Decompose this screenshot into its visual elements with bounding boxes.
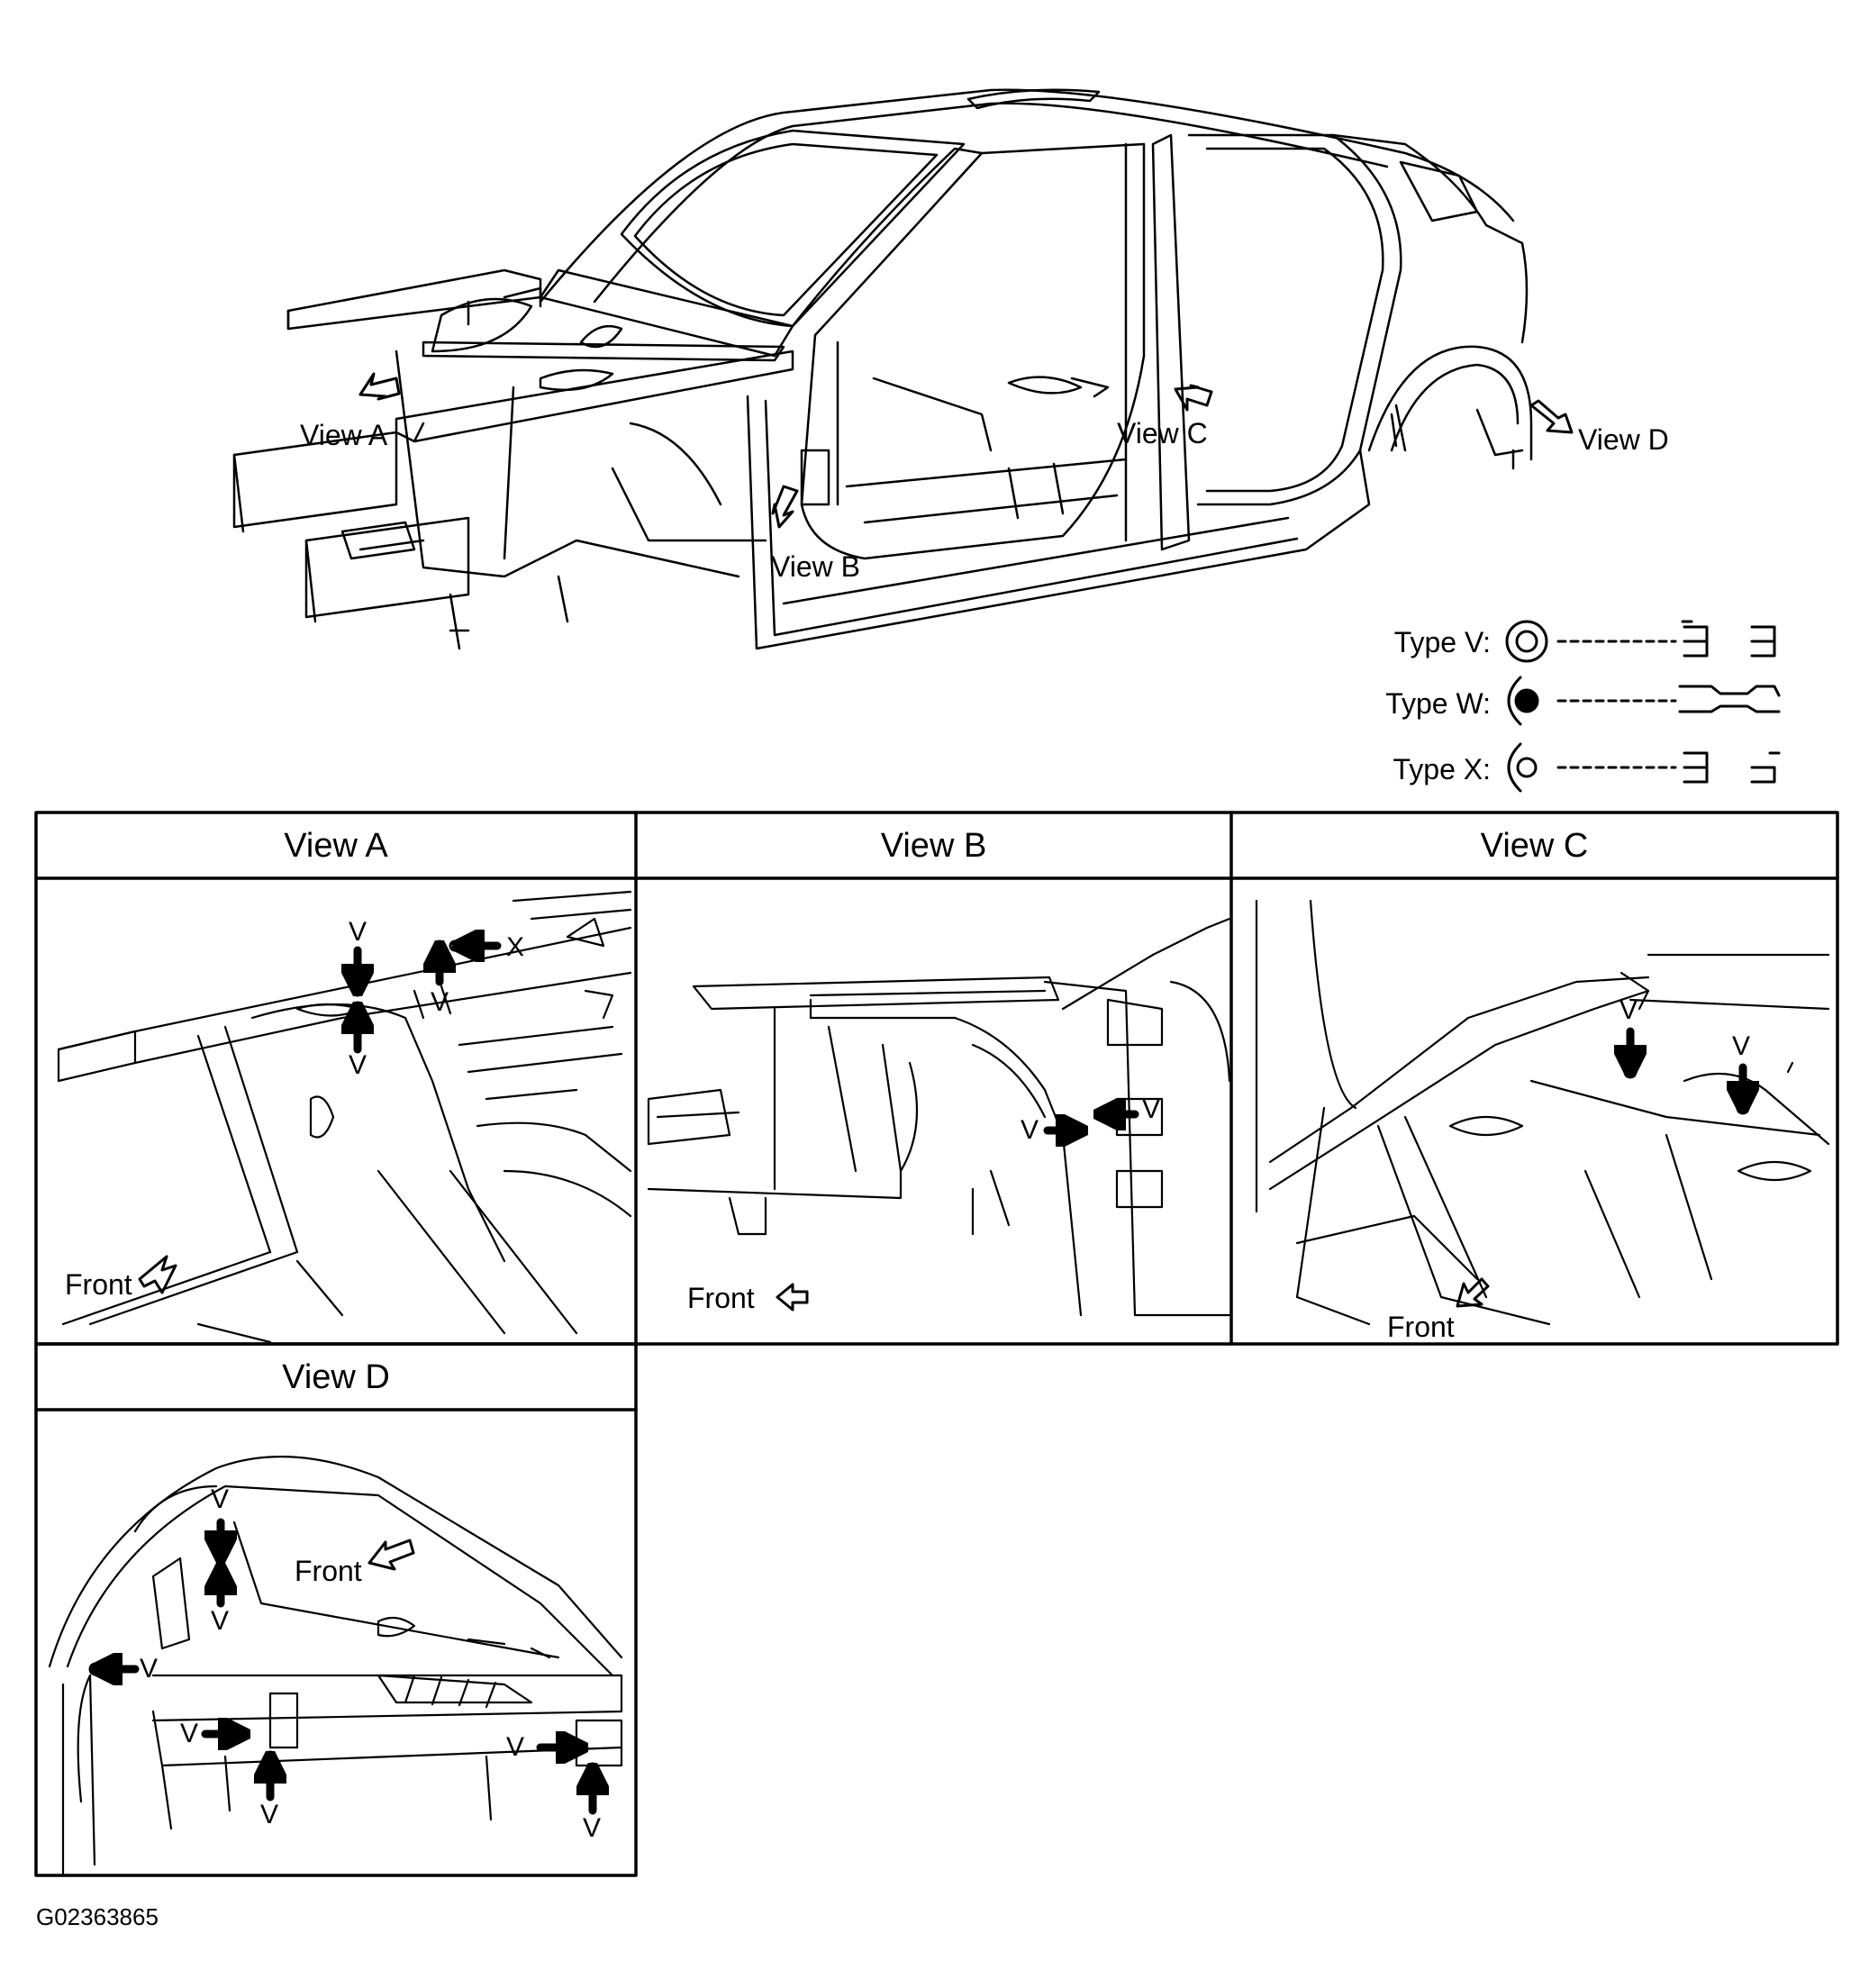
view-b-mark-v: V xyxy=(1142,1094,1161,1124)
view-b-drawing xyxy=(647,917,1231,1317)
legend-type-w-label: Type W: xyxy=(1385,687,1491,720)
view-a-mark-v: V xyxy=(349,1050,367,1080)
callout-view-c: View C xyxy=(1117,417,1208,449)
view-d-mark-v: V xyxy=(140,1654,159,1684)
legend-symbols xyxy=(1505,620,1781,793)
view-d-mark-v: V xyxy=(211,1484,230,1514)
view-b-front-label: Front xyxy=(687,1282,755,1314)
view-d-mark-v: V xyxy=(260,1800,279,1829)
view-d-mark-v: V xyxy=(180,1719,199,1748)
figure-id: G02363865 xyxy=(36,1903,159,1930)
view-c-drawing xyxy=(1255,899,1830,1326)
view-a-mark-x: X xyxy=(506,932,525,962)
front-arrows xyxy=(138,1255,1490,1571)
panel-a-title: View A xyxy=(284,827,388,865)
view-d-mark-v: V xyxy=(583,1813,602,1843)
view-d-drawing xyxy=(48,1456,623,1875)
legend-type-v-label: Type V: xyxy=(1393,626,1491,658)
weld-markers xyxy=(88,941,1748,1815)
view-a-mark-v: V xyxy=(349,917,367,947)
view-a-front-label: Front xyxy=(65,1268,132,1301)
panel-c-title: View C xyxy=(1480,827,1589,865)
view-d-mark-v: V xyxy=(211,1606,230,1636)
body-shell-drawing xyxy=(232,88,1533,650)
callout-view-d: View D xyxy=(1578,423,1669,456)
panel-frames xyxy=(34,811,1839,1877)
view-a-drawing xyxy=(57,890,632,1344)
callout-view-b: View B xyxy=(771,550,861,583)
view-b-mark-v: V xyxy=(1021,1115,1039,1145)
view-c-front-label: Front xyxy=(1387,1311,1455,1343)
view-a-mark-v: V xyxy=(431,987,449,1017)
view-c-mark-v: V xyxy=(1619,995,1638,1025)
view-c-mark-v: V xyxy=(1732,1031,1751,1061)
view-d-mark-v: V xyxy=(506,1732,525,1762)
overview-callout-arrows xyxy=(358,372,1574,529)
panel-d-title: View D xyxy=(282,1358,390,1396)
panel-b-title: View B xyxy=(880,827,987,865)
legend-type-x-label: Type X: xyxy=(1393,753,1492,785)
view-d-front-label: Front xyxy=(295,1555,362,1587)
callout-view-a: View A xyxy=(300,419,388,451)
